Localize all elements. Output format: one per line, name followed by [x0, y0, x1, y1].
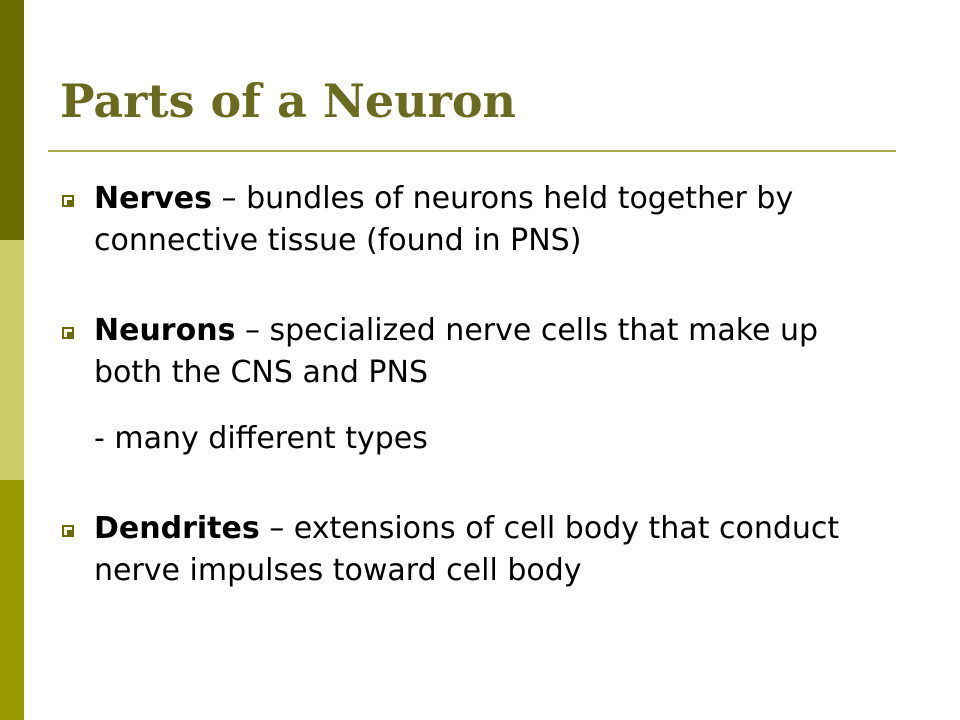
side-bar-top: [0, 0, 24, 240]
bullet-item-nerves: Nerves – bundles of neurons held togethe…: [62, 178, 882, 262]
bullet-text: – extensions of cell body that conduct n…: [94, 511, 840, 588]
side-bar-middle: [0, 240, 24, 480]
bullet-item-dendrites: Dendrites – extensions of cell body that…: [62, 508, 882, 592]
slide-title: Parts of a Neuron: [60, 74, 516, 128]
bullet-text: – bundles of neurons held together by co…: [94, 181, 794, 258]
square-bullet-icon: [62, 327, 74, 339]
square-bullet-icon: [62, 195, 74, 207]
bullet-item-neurons: Neurons – specialized nerve cells that m…: [62, 310, 882, 460]
square-bullet-icon: [62, 525, 74, 537]
bullet-text: – specialized nerve cells that make up b…: [94, 313, 819, 390]
bullet-term: Neurons: [94, 313, 236, 348]
title-divider: [48, 150, 896, 152]
side-bar-bottom: [0, 480, 24, 720]
bullet-term: Nerves: [94, 181, 213, 216]
bullet-subline: - many different types: [94, 421, 428, 456]
bullet-list: Nerves – bundles of neurons held togethe…: [62, 178, 882, 592]
bullet-term: Dendrites: [94, 511, 260, 546]
